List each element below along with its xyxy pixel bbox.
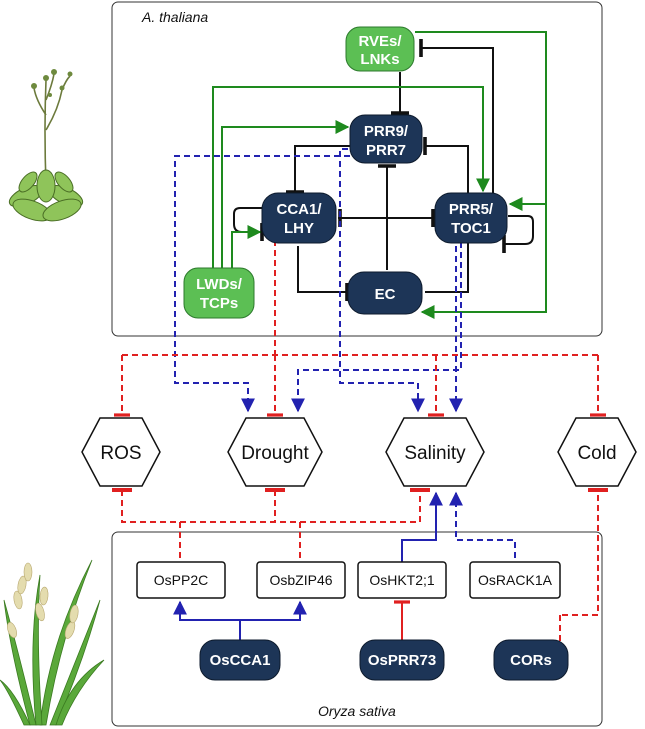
gene-oshkt21-label: OsHKT2;1 bbox=[369, 572, 435, 588]
arabidopsis-panel bbox=[111, 1, 603, 337]
node-prr9-line1: PRR9/ bbox=[364, 123, 409, 140]
node-cca1-line1: CCA1/ bbox=[276, 201, 322, 218]
node-cors: CORs bbox=[493, 639, 569, 681]
stress-drought-label: Drought bbox=[241, 443, 309, 464]
blue-dashed-edges-top bbox=[174, 148, 463, 413]
node-cors-label: CORs bbox=[510, 652, 552, 669]
node-prr5-line2: TOC1 bbox=[451, 220, 491, 237]
blue-edges-bottom bbox=[173, 491, 516, 640]
gene-osrack1a-label: OsRACK1A bbox=[478, 572, 553, 588]
stress-salinity: Salinity bbox=[385, 417, 485, 487]
node-prr9-prr7: PRR9/ PRR7 bbox=[349, 114, 423, 164]
node-lwds-line2: TCPs bbox=[200, 295, 238, 312]
node-oscca1-label: OsCCA1 bbox=[210, 652, 271, 669]
red-dashed-edges-bottom bbox=[121, 490, 599, 648]
node-oscca1: OsCCA1 bbox=[199, 639, 281, 681]
gene-osbzip46-label: OsbZIP46 bbox=[269, 572, 332, 588]
node-rves-lnks: RVEs/ LNKs bbox=[345, 26, 415, 72]
node-rves-line2: LNKs bbox=[360, 51, 399, 68]
node-lwds-tcps: LWDs/ TCPs bbox=[183, 267, 255, 319]
gene-oshkt21: OsHKT2;1 bbox=[357, 561, 447, 599]
node-prr5-toc1: PRR5/ TOC1 bbox=[434, 192, 508, 244]
node-osprr73-label: OsPRR73 bbox=[368, 652, 436, 669]
node-ec-label: EC bbox=[375, 286, 396, 303]
node-rves-line1: RVEs/ bbox=[358, 33, 402, 50]
node-cca1-lhy: CCA1/ LHY bbox=[261, 192, 337, 244]
stress-drought: Drought bbox=[227, 417, 323, 487]
clock-green-edges bbox=[212, 31, 547, 319]
arabidopsis-plant-icon bbox=[8, 69, 84, 222]
node-cca1-line2: LHY bbox=[284, 220, 314, 237]
node-ec: EC bbox=[347, 271, 423, 315]
red-dashed-edges-top bbox=[114, 240, 606, 417]
node-prr5-line1: PRR5/ bbox=[449, 201, 494, 218]
rice-panel-title: Oryza sativa bbox=[318, 703, 396, 719]
gene-ospp2c-label: OsPP2C bbox=[154, 572, 208, 588]
gene-osbzip46: OsbZIP46 bbox=[256, 561, 346, 599]
stress-cold-label: Cold bbox=[577, 443, 616, 464]
rice-panel bbox=[111, 531, 603, 727]
rice-plant-icon bbox=[0, 559, 105, 726]
node-prr9-line2: PRR7 bbox=[366, 142, 406, 159]
gene-ospp2c: OsPP2C bbox=[136, 561, 226, 599]
node-lwds-line1: LWDs/ bbox=[196, 276, 243, 293]
clock-black-edges bbox=[233, 39, 534, 301]
stress-ros: ROS bbox=[81, 417, 161, 487]
node-osprr73: OsPRR73 bbox=[359, 639, 445, 681]
stress-cold: Cold bbox=[557, 417, 637, 487]
arabidopsis-panel-title: A. thaliana bbox=[141, 9, 208, 25]
stress-ros-label: ROS bbox=[100, 443, 141, 464]
red-t-bars-bottom bbox=[112, 488, 608, 492]
stress-salinity-label: Salinity bbox=[404, 443, 466, 464]
gene-osrack1a: OsRACK1A bbox=[469, 561, 561, 599]
